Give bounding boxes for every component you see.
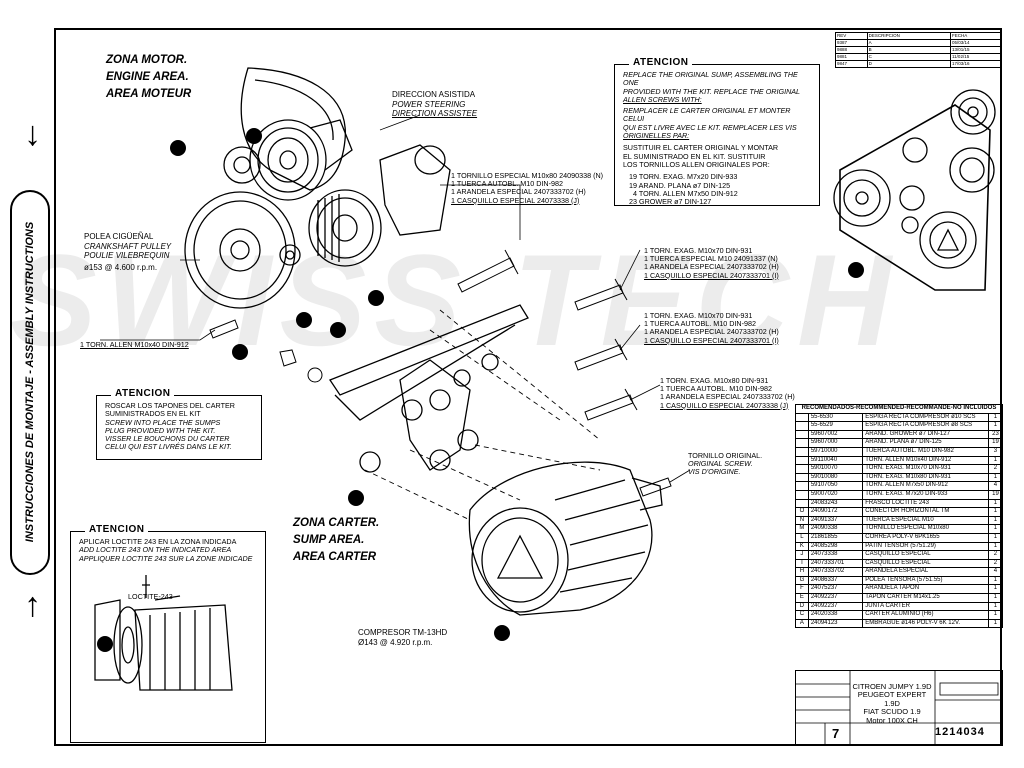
loctite-arrow-label: LOCTITE-243: [128, 592, 173, 601]
callout-marker: [330, 322, 346, 338]
part-ref: 24094123: [807, 618, 864, 629]
bolt-1: [457, 249, 519, 293]
side-label-band: [10, 190, 50, 575]
arrow-up-icon: ↑: [24, 586, 41, 624]
cylinder-housing: [379, 144, 451, 236]
note-plugs-attention: ATENCION ROSCAR LOS TAPONES DEL CARTER S…: [96, 388, 262, 460]
note-sump-attention: ATENCION REPLACE THE ORIGINAL SUMP, ASSE…: [614, 57, 820, 206]
callout-marker: [348, 490, 364, 506]
zone-engine-label: ZONA MOTOR.ENGINE AREA.AREA MOTEUR: [106, 54, 192, 100]
callout-marker: [848, 262, 864, 278]
original-screw: [639, 477, 672, 497]
tensioner-pulley: [308, 189, 382, 267]
vehicle-list: CITROEN JUMPY 1.9D PEUGEOT EXPERT 1.9D F…: [852, 682, 932, 725]
belt-layout-diagram: [833, 89, 996, 291]
callout-marker: [494, 625, 510, 641]
bolt-2: [574, 278, 628, 311]
parts-list-table: RECOMENDADOS-RECOMMENDED-RECOMMANDÉ-NO I…: [795, 404, 1004, 629]
original-screw-label: TORNILLO ORIGINAL. ORIGINAL SCREW. VIS D…: [688, 451, 763, 477]
sump-plug: [279, 349, 323, 383]
drawing-number: 1214034: [935, 726, 985, 738]
note-title: ATENCION: [111, 388, 175, 399]
engine-outline-inner: [254, 79, 334, 141]
power-steering-pulley: [249, 119, 353, 201]
leader-lines: [100, 114, 691, 483]
dashed-assembly-lines: [364, 309, 601, 521]
note-title: ATENCION: [85, 524, 149, 535]
fastener-group-1: 1 TORNILLO ESPECIAL M10x80 24090338 (N)1…: [451, 171, 604, 205]
compressor-body: [468, 461, 663, 616]
allen-screw-label: 1 TORN. ALLEN M10x40 DIN-912: [80, 340, 189, 349]
crankshaft-label: POLEA CIGÜEÑAL CRANKSHAFT PULLEY POULIE …: [84, 232, 172, 272]
zone-sump-label: ZONA CARTER.SUMP AREA.AREA CARTER: [293, 517, 380, 563]
bracket-plate: [329, 304, 529, 473]
title-block: [795, 670, 1003, 746]
part-qty: 1: [987, 618, 1004, 629]
callout-marker: [246, 128, 262, 144]
callout-marker: [296, 312, 312, 328]
crankshaft-pulley: [184, 191, 296, 309]
drawing-sheet-border: [54, 28, 1002, 746]
callout-marker: [170, 140, 186, 156]
bolt-3: [574, 338, 628, 371]
callout-marker: [97, 636, 113, 652]
small-tensioner: [279, 244, 301, 266]
compressor-label: COMPRESOR TM-13HD Ø143 @ 4.920 r.p.m.: [358, 628, 448, 647]
note-loctite-attention: ATENCION APLICAR LOCTITE 243 EN LA ZONA …: [70, 524, 266, 743]
power-steering-label: DIRECCION ASISTIDA POWER STEERING DIRECT…: [392, 90, 478, 118]
bolt-allen: [209, 319, 239, 339]
sheet-number: 7: [832, 726, 840, 741]
loctite-detail: [94, 575, 233, 691]
callout-marker: [368, 290, 384, 306]
callout-marker: [232, 344, 248, 360]
idler-pulley-small: [223, 146, 261, 184]
note-title: ATENCION: [629, 57, 693, 68]
engine-outline: [240, 67, 346, 191]
arrow-down-icon: ↓: [24, 115, 41, 153]
